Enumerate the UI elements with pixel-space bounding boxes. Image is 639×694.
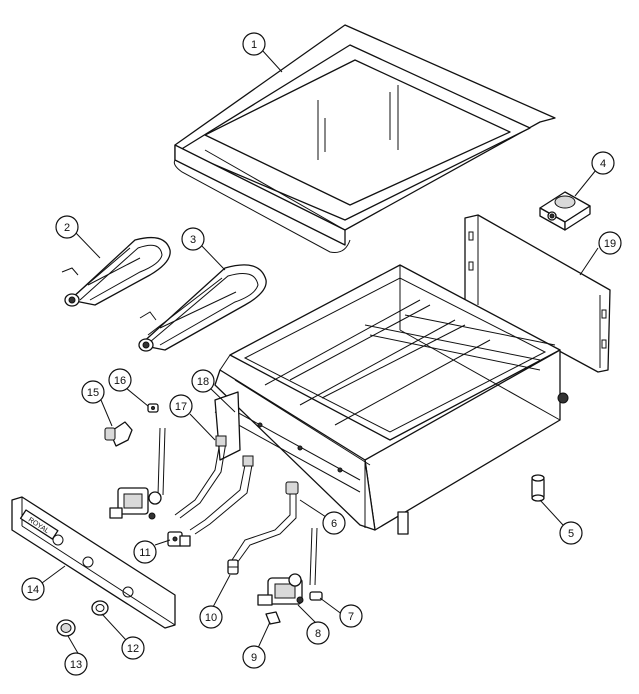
knob-bezel (91, 600, 109, 616)
clip-9 (265, 611, 281, 625)
burner-left (61, 236, 171, 307)
svg-text:5: 5 (568, 528, 574, 540)
callout-8: 8 (306, 621, 330, 645)
callout-13: 13 (64, 652, 88, 676)
svg-text:3: 3 (190, 234, 196, 246)
elbow-fitting (104, 421, 133, 447)
callout-16: 16 (108, 368, 132, 392)
burner-box-frame (214, 264, 569, 535)
griddle-plate (173, 24, 556, 253)
callout-9: 9 (242, 645, 266, 669)
svg-text:8: 8 (315, 628, 321, 640)
burner-right (138, 264, 267, 352)
svg-text:4: 4 (600, 158, 606, 170)
svg-text:7: 7 (348, 611, 354, 623)
control-knob (56, 619, 76, 637)
callout-4: 4 (591, 151, 615, 175)
svg-text:14: 14 (27, 584, 39, 596)
svg-text:18: 18 (197, 376, 209, 388)
gas-manifold (157, 427, 254, 535)
callout-1: 1 (242, 32, 266, 56)
callout-2: 2 (55, 215, 79, 239)
front-control-panel: ROYAL (11, 496, 176, 629)
leg-foot (531, 474, 545, 502)
leader-lines (41, 49, 599, 656)
svg-text:9: 9 (251, 652, 257, 664)
gas-valve-left (109, 487, 162, 520)
small-fitting (147, 403, 159, 413)
svg-text:10: 10 (205, 612, 217, 624)
callout-7: 7 (339, 604, 363, 628)
callout-12: 12 (121, 636, 145, 660)
callout-18: 18 (191, 369, 215, 393)
callout-14: 14 (21, 577, 45, 601)
callout-5: 5 (559, 521, 583, 545)
svg-text:6: 6 (331, 518, 337, 530)
callout-11: 11 (133, 540, 157, 564)
svg-text:17: 17 (175, 401, 187, 413)
pressure-regulator (539, 191, 591, 231)
callout-19: 19 (598, 231, 622, 255)
fitting-7 (309, 591, 323, 601)
svg-text:13: 13 (70, 659, 82, 671)
pilot-tube (231, 481, 318, 586)
svg-text:2: 2 (64, 222, 70, 234)
svg-text:19: 19 (604, 238, 616, 250)
svg-text:16: 16 (114, 375, 126, 387)
callout-15: 15 (81, 380, 105, 404)
callout-17: 17 (169, 394, 193, 418)
gas-valve-right (257, 573, 304, 606)
callout-10: 10 (199, 605, 223, 629)
svg-text:1: 1 (251, 39, 257, 51)
svg-text:12: 12 (127, 643, 139, 655)
callout-6: 6 (322, 511, 346, 535)
callouts: 1 2 3 4 5 6 7 8 (21, 32, 622, 676)
orifice (227, 559, 239, 575)
svg-text:11: 11 (139, 547, 150, 559)
callout-3: 3 (181, 227, 205, 251)
svg-text:15: 15 (87, 387, 99, 399)
valve-fitting-11 (167, 531, 191, 547)
